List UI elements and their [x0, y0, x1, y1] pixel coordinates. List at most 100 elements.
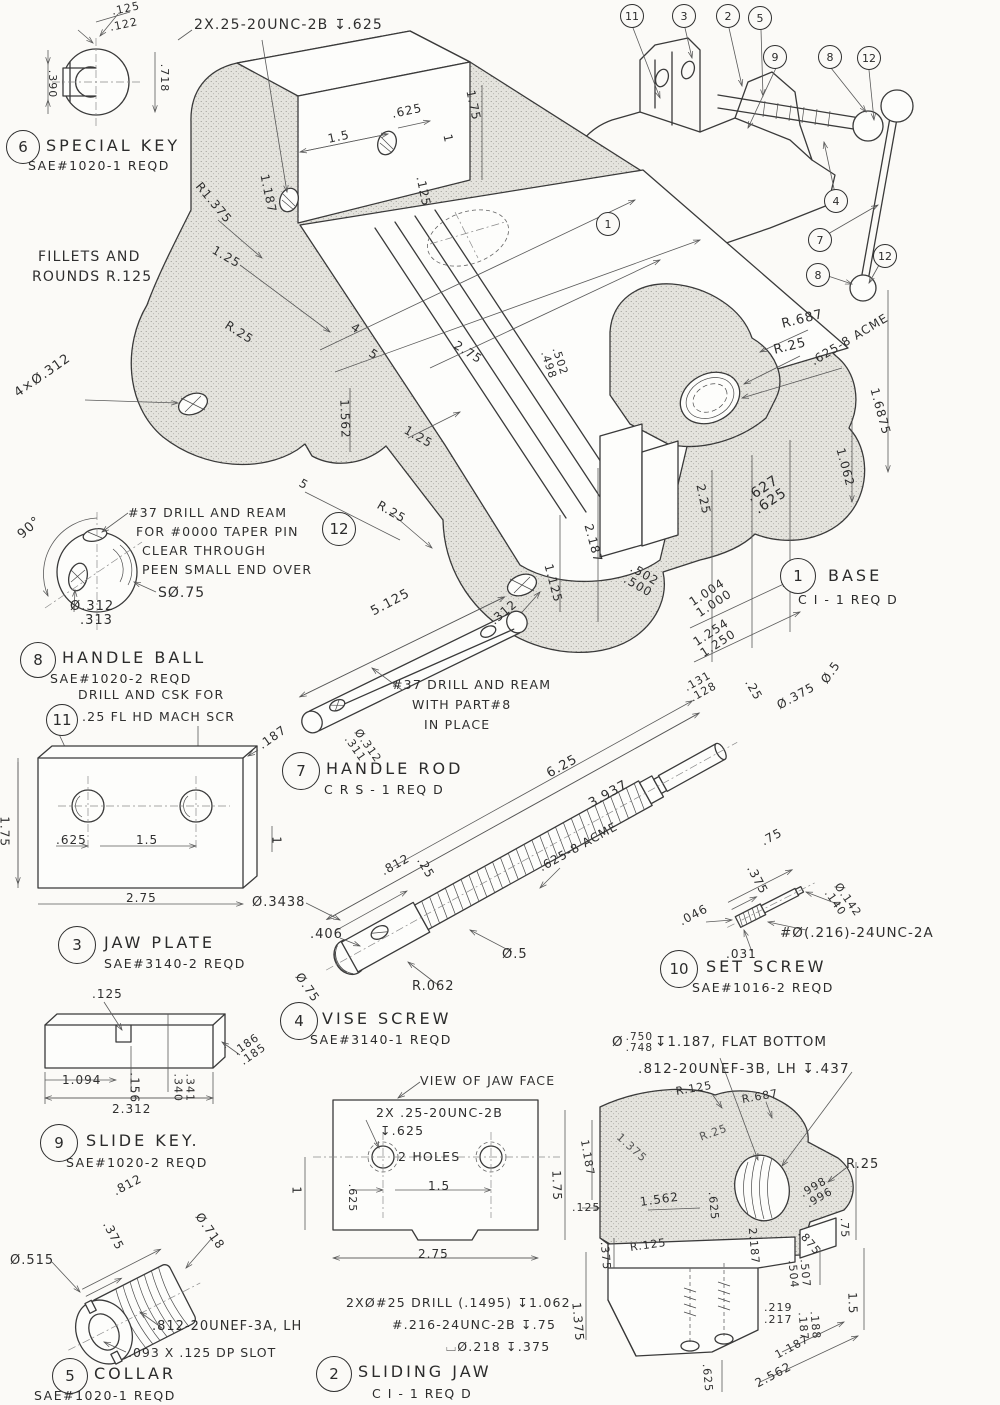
- dia-symbol: Ø: [612, 1034, 624, 1051]
- dim-sliding-jaw-r25: R.25: [846, 1157, 880, 1172]
- dim-handle-ball-313: .313: [80, 612, 113, 628]
- part-name-special-key: SPECIAL KEY: [46, 136, 181, 155]
- dim-sliding-jaw-75: .75: [837, 1217, 852, 1239]
- assembly-balloon-3: 3: [672, 4, 696, 28]
- balloon-handle-ball: 8: [20, 642, 56, 678]
- part-name-slide-key: SLIDE KEY.: [86, 1131, 200, 1150]
- misc-leaders: [100, 13, 193, 41]
- set-screw-leaders: [705, 892, 841, 953]
- note-sliding-jaw-top1: Ø .750 .748 ↧1.187, FLAT BOTTOM: [612, 1032, 827, 1053]
- part-name-handle-rod: HANDLE ROD: [326, 759, 464, 778]
- handle-ball-view: [43, 512, 157, 630]
- note-sliding-jaw-b3: ⌴Ø.218 ↧.375: [446, 1339, 551, 1354]
- dim-handle-ball-s75: SØ.75: [158, 585, 206, 601]
- balloon-set-screw: 10: [660, 950, 698, 988]
- label-view-of-jaw-face: VIEW OF JAW FACE: [420, 1073, 556, 1088]
- assembly-balloon-5: 5: [748, 6, 772, 30]
- part-name-sliding-jaw: SLIDING JAW: [358, 1362, 492, 1381]
- dim-jaw-plate-625: .625: [56, 833, 87, 847]
- dim-jaw-face-1: 1: [289, 1186, 304, 1195]
- part-spec-set-screw: SAE#1016-2 REQD: [692, 980, 834, 995]
- note-handle-rod-2: WITH PART#8: [412, 697, 512, 712]
- dim-sliding-jaw-375: .375: [597, 1241, 614, 1271]
- dim-collar-515: Ø.515: [10, 1253, 55, 1268]
- dim-sliding-jaw-219-217: .219 .217: [764, 1302, 793, 1325]
- dim-base-1562: 1.562: [337, 399, 353, 439]
- note-fillets-1: FILLETS AND: [38, 249, 141, 265]
- collar-leaders: [51, 1237, 213, 1353]
- note-sliding-jaw-b2: #.216-24UNC-2B ↧.75: [392, 1317, 557, 1332]
- dim-sliding-jaw-750: .750: [625, 1031, 654, 1043]
- note-handle-ball-1: #37 DRILL AND REAM: [128, 505, 288, 520]
- balloon-jaw-plate: 3: [58, 926, 96, 964]
- dim-sliding-jaw-504: .504: [786, 1259, 802, 1289]
- note-jaw-face-1: 2X .25-20UNC-2B: [376, 1105, 504, 1120]
- dim-sliding-jaw-175: 1.75: [549, 1170, 565, 1202]
- part-spec-vise-screw: SAE#3140-1 REQD: [310, 1032, 452, 1047]
- dim-sliding-jaw-625b: .625: [699, 1363, 716, 1393]
- assembly-balloon-4: 4: [824, 189, 848, 213]
- dim-slide-key-1094: 1.094: [62, 1073, 102, 1087]
- set-screw-view: [727, 863, 815, 928]
- part-spec-special-key: SAE#1020-1 REQD: [28, 158, 170, 173]
- dim-vise-screw-5: Ø.5: [502, 947, 528, 962]
- part-name-collar: COLLAR: [94, 1364, 177, 1383]
- note-jaw-face-2: ↧.625: [380, 1123, 425, 1138]
- assembly-balloon-12: 12: [857, 46, 881, 70]
- dim-slide-key-341: .341: [183, 1073, 197, 1103]
- dim-sliding-jaw-625c: .625: [705, 1191, 722, 1221]
- balloon-special-key: 6: [6, 130, 40, 164]
- dim-vise-screw-3438: Ø.3438: [252, 895, 306, 910]
- dim-jaw-plate-15: 1.5: [136, 833, 159, 847]
- balloon-mach-screw: 11: [46, 704, 78, 736]
- dim-special-key-718: .718: [157, 63, 171, 93]
- assembly-view: [566, 27, 914, 302]
- part-spec-handle-ball: SAE#1020-2 REQD: [50, 671, 192, 686]
- assembly-balloon-1: 1: [596, 212, 620, 236]
- part-name-set-screw: SET SCREW: [706, 957, 827, 976]
- dim-special-key-390: .390: [45, 69, 59, 99]
- note-csk-2: .25 FL HD MACH SCR: [82, 709, 236, 724]
- note-handle-ball-3: CLEAR THROUGH: [142, 543, 267, 558]
- dim-handle-ball-312-313: Ø.312 .313: [70, 600, 114, 627]
- dim-collar-slot: .093 X .125 DP SLOT: [128, 1345, 277, 1360]
- dim-set-screw-spec: #Ø(.216)-24UNC-2A: [780, 925, 934, 941]
- part-spec-sliding-jaw: C I - 1 REQ D: [372, 1386, 473, 1401]
- part-name-base: BASE: [828, 566, 883, 585]
- dim-sliding-jaw-125: .125: [572, 1201, 601, 1214]
- assembly-balloon-8b: 8: [806, 263, 830, 287]
- balloon-taper-pin: 12: [322, 512, 356, 546]
- dim-jaw-face-275: 2.75: [418, 1247, 449, 1261]
- balloon-slide-key: 9: [40, 1124, 78, 1162]
- vise-screw-view: [298, 692, 738, 976]
- dim-sliding-jaw-15: 1.5: [845, 1292, 861, 1315]
- sliding-jaw-view: [564, 1057, 865, 1392]
- dim-sliding-jaw-750-748: .750 .748: [626, 1032, 653, 1053]
- part-name-jaw-plate: JAW PLATE: [104, 933, 215, 952]
- dim-sliding-jaw-748: .748: [625, 1041, 654, 1054]
- dim-set-screw-031: .031: [726, 947, 757, 961]
- dim-jaw-plate-1: 1: [269, 836, 284, 845]
- dim-slide-key-125: .125: [92, 987, 123, 1001]
- assembly-balloon-9: 9: [763, 45, 787, 69]
- balloon-sliding-jaw: 2: [316, 1356, 352, 1392]
- dim-collar-thread: .812-20UNEF-3A, LH: [152, 1319, 303, 1334]
- note-sliding-jaw-top1-rest: ↧1.187, FLAT BOTTOM: [655, 1034, 828, 1051]
- note-sliding-jaw-top2: .812-20UNEF-3B, LH ↧.437: [638, 1061, 850, 1077]
- note-handle-ball-2: FOR #0000 TAPER PIN: [136, 524, 299, 539]
- vise-screw-leaders: [305, 867, 561, 986]
- dim-sliding-jaw-2187: 2.187: [745, 1227, 762, 1265]
- part-spec-jaw-plate: SAE#3140-2 REQD: [104, 956, 246, 971]
- dim-sliding-jaw-219: .219: [764, 1301, 793, 1314]
- dim-slide-key-340: .340: [172, 1073, 185, 1103]
- note-handle-ball-4: PEEN SMALL END OVER: [142, 562, 313, 577]
- assembly-balloon-12b: 12: [873, 244, 897, 268]
- part-spec-base: C I - 1 REQ D: [798, 592, 899, 607]
- balloon-base: 1: [780, 558, 816, 594]
- note-sliding-jaw-b1: 2XØ#25 DRILL (.1495) ↧1.062: [346, 1295, 571, 1310]
- dim-jaw-plate-275: 2.75: [126, 891, 157, 905]
- part-spec-slide-key: SAE#1020-2 REQD: [66, 1155, 208, 1170]
- balloon-collar: 5: [52, 1358, 88, 1394]
